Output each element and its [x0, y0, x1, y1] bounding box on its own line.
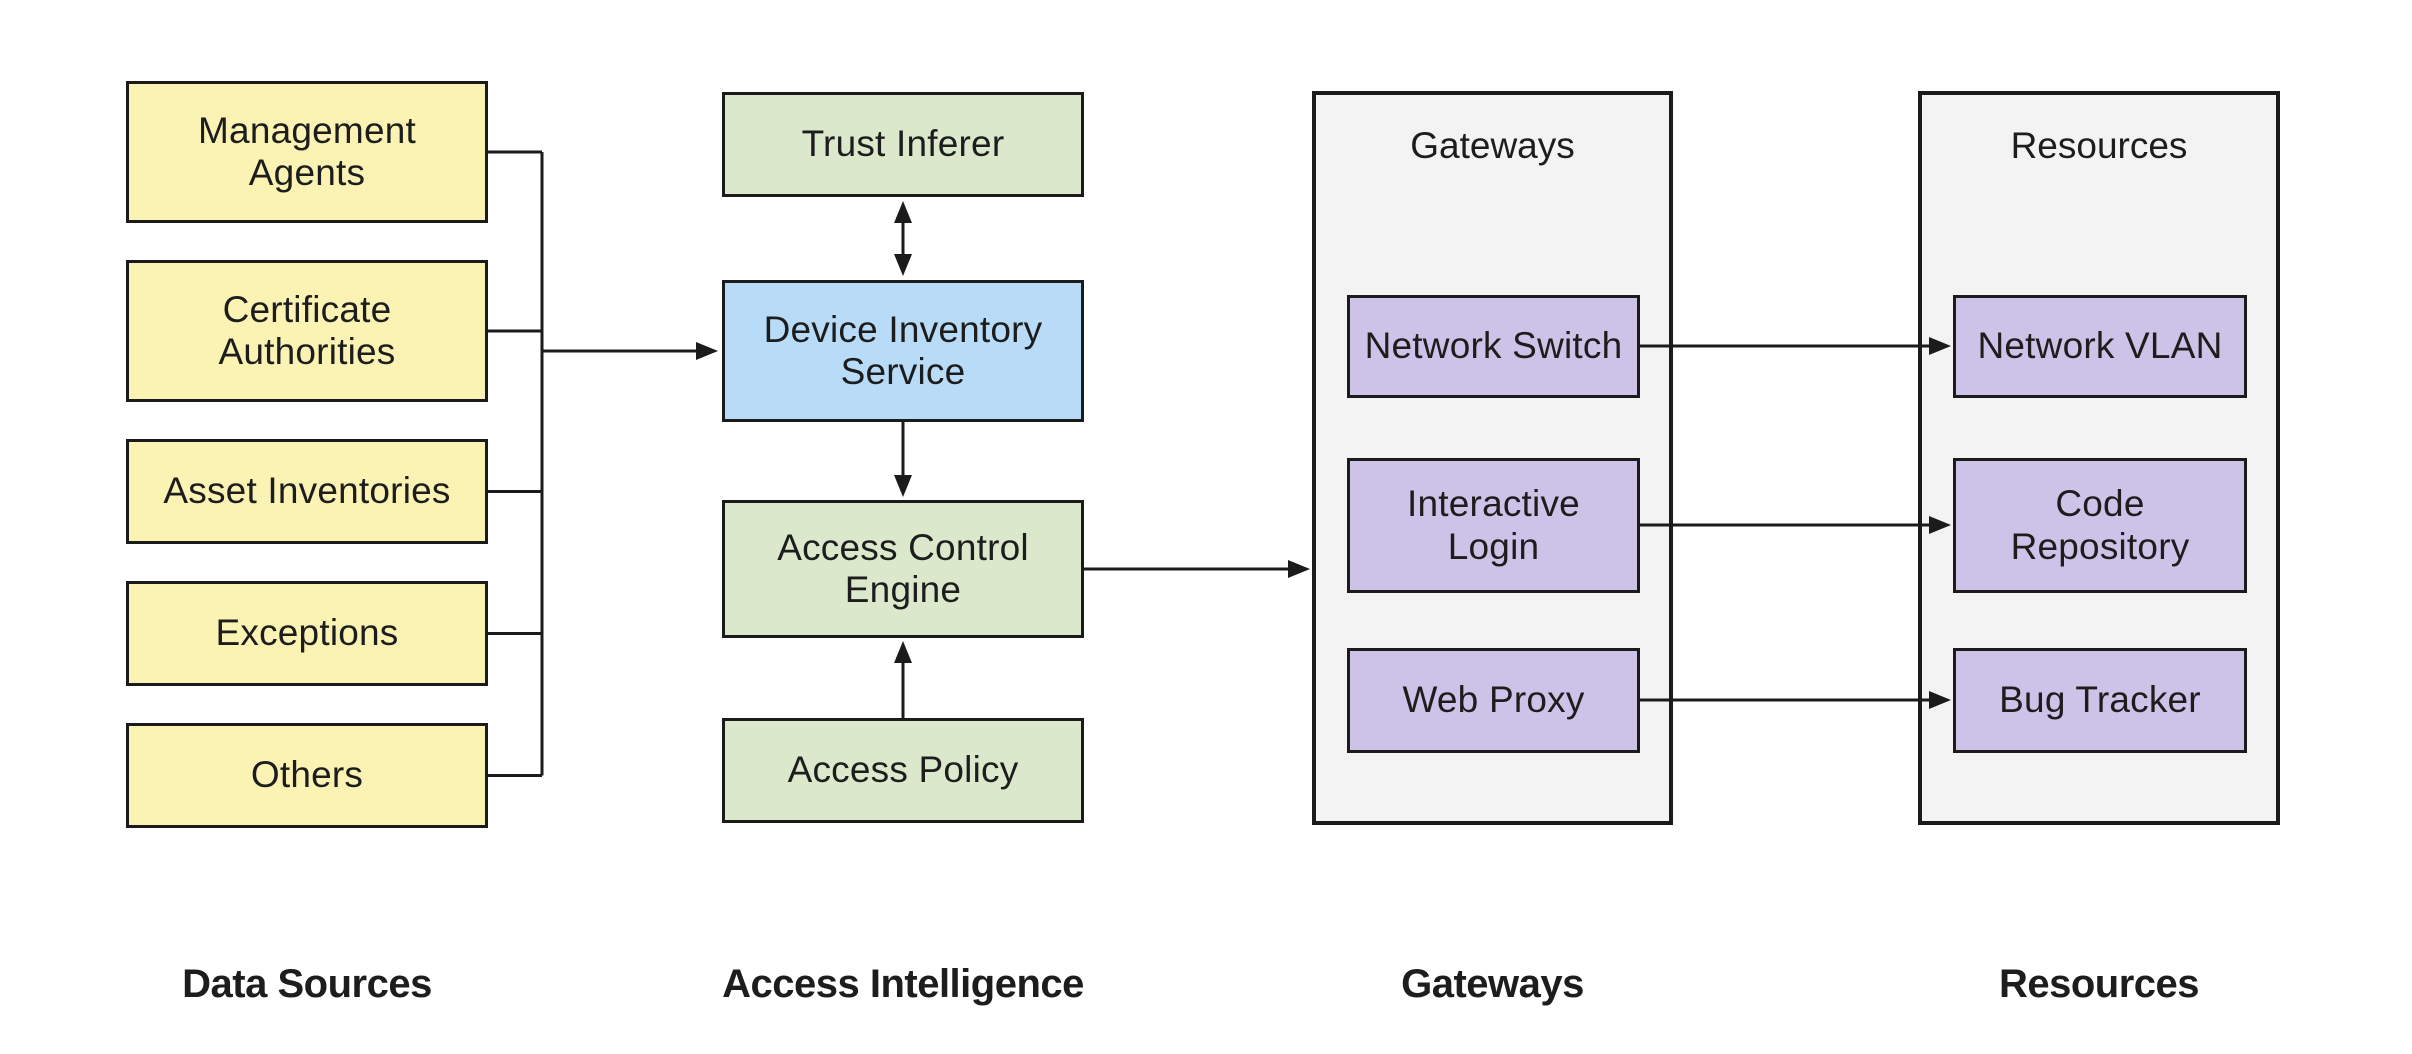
resources-container-title: Resources	[2010, 125, 2188, 166]
box-asset-inventories: Asset Inventories	[126, 439, 488, 544]
box-certificate-authorities: Certificate Authorities	[126, 260, 488, 402]
box-access-policy: Access Policy	[722, 718, 1084, 823]
box-device-inventory-service: Device Inventory Service	[722, 280, 1084, 422]
footer-label-resources: Resources	[1998, 962, 2200, 1006]
footer-label-data-sources: Data Sources	[182, 962, 432, 1006]
box-trust-inferer: Trust Inferer	[722, 92, 1084, 197]
box-others: Others	[126, 723, 488, 828]
box-network-vlan: Network VLAN	[1953, 295, 2247, 398]
arrowhead-down-device-inventory	[894, 254, 912, 276]
arrowhead-ace-to-gateways	[1288, 560, 1310, 578]
box-code-repository: Code Repository	[1953, 458, 2247, 593]
gateways-container-title: Gateways	[1410, 125, 1575, 166]
footer-label-access-intelligence: Access Intelligence	[722, 962, 1084, 1006]
box-web-proxy: Web Proxy	[1347, 648, 1640, 753]
box-network-switch: Network Switch	[1347, 295, 1640, 398]
box-exceptions: Exceptions	[126, 581, 488, 686]
arrowhead-up-trust-inferer	[894, 201, 912, 223]
data-sources-bus-line	[488, 150, 544, 777]
box-management-agents: Management Agents	[126, 81, 488, 223]
container-resources: Resources Network VLAN Code Repository B…	[1918, 91, 2280, 825]
arrowhead-device-inventory-to-ace	[894, 475, 912, 497]
container-gateways: Gateways Network Switch Interactive Logi…	[1312, 91, 1673, 825]
box-access-control-engine: Access Control Engine	[722, 500, 1084, 638]
box-bug-tracker: Bug Tracker	[1953, 648, 2247, 753]
arrowhead-access-policy-to-ace	[894, 641, 912, 663]
arrowhead-bus-to-device-inventory	[696, 342, 718, 360]
footer-label-gateways: Gateways	[1401, 962, 1584, 1006]
box-interactive-login: Interactive Login	[1347, 458, 1640, 593]
